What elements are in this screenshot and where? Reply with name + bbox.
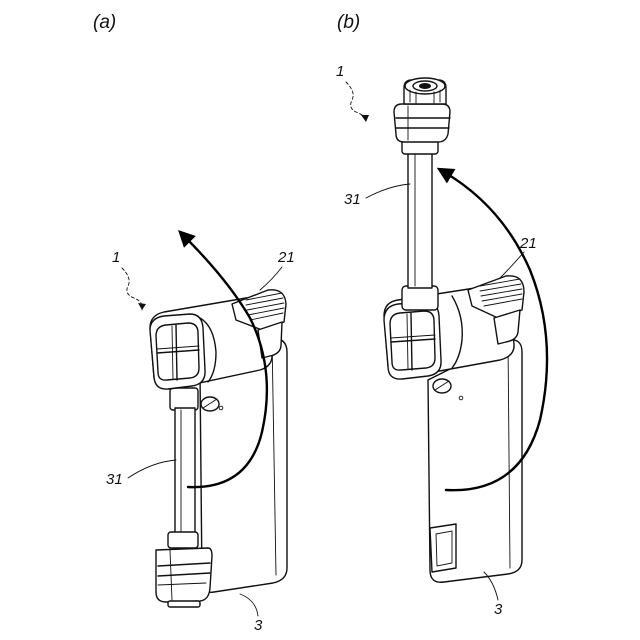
figure-b-leader-knob <box>500 252 524 278</box>
figure-a-label-device: 1 <box>112 249 120 266</box>
figure-a-label-knob: 21 <box>277 249 295 266</box>
figure-b-leader-tube <box>366 184 410 198</box>
figure-a-leader-device-tip <box>138 303 146 310</box>
figure-b-caption: (b) <box>337 12 360 33</box>
figure-b-leader-device <box>346 82 366 120</box>
figure-a-leader-knob <box>260 267 282 290</box>
figure-b-label-body: 3 <box>494 601 503 618</box>
figure-b-leader-device-tip <box>361 115 369 122</box>
figure-b-body <box>428 340 522 583</box>
figure-b-label-device: 1 <box>336 63 344 80</box>
figure-a-leader-body <box>240 594 258 616</box>
figure-a-label-body: 3 <box>254 617 263 634</box>
figure-b-label-knob: 21 <box>519 235 537 252</box>
figure-a-label-tube: 31 <box>106 471 123 488</box>
figure-a-caption: (a) <box>93 12 116 33</box>
figure-b-label-tube: 31 <box>344 191 361 208</box>
figure-b-tube <box>394 78 450 310</box>
figure-a-leader-tube <box>128 460 176 478</box>
figure-a: (a) <box>93 12 295 634</box>
figure-b: (b) <box>336 12 547 618</box>
